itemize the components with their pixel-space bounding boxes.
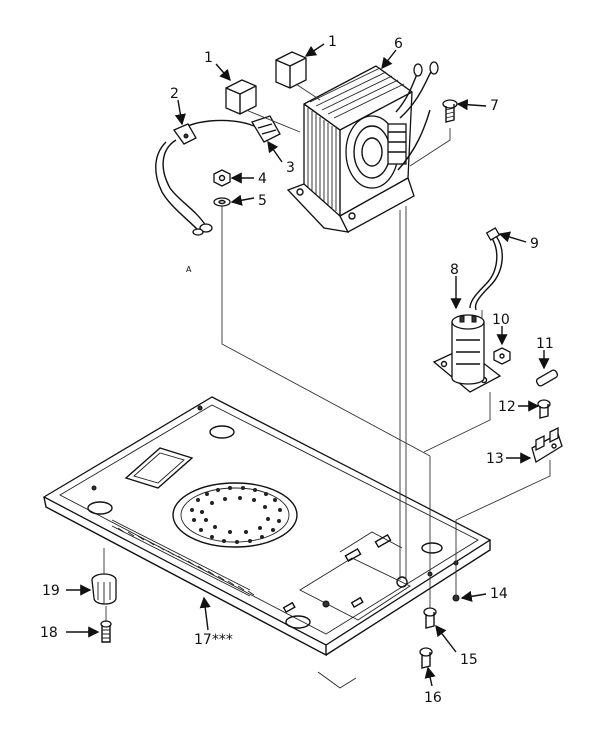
screw-18 bbox=[100, 620, 112, 643]
hex-nut bbox=[213, 169, 231, 187]
callout-14: 14 bbox=[490, 586, 508, 602]
callout-1-rear: 1 bbox=[328, 34, 337, 50]
callout-16: 16 bbox=[424, 690, 442, 706]
screw-15 bbox=[423, 607, 437, 629]
callout-19: 19 bbox=[42, 583, 60, 599]
screw-10 bbox=[493, 347, 511, 365]
fuse-holder bbox=[531, 426, 563, 464]
callout-7: 7 bbox=[490, 98, 499, 114]
transformer bbox=[286, 61, 439, 233]
rubber-foot bbox=[91, 573, 117, 605]
callout-11: 11 bbox=[536, 336, 554, 352]
wire-harness bbox=[155, 115, 281, 236]
callout-10: 10 bbox=[492, 312, 510, 328]
callout-6: 6 bbox=[394, 36, 403, 52]
screw-12 bbox=[537, 399, 551, 419]
callout-17: 17*** bbox=[194, 632, 233, 648]
insulation-block-rear bbox=[275, 51, 307, 89]
fuse bbox=[535, 369, 559, 387]
callout-1-front: 1 bbox=[204, 50, 213, 66]
callout-arrows bbox=[66, 43, 550, 687]
callout-3: 3 bbox=[286, 160, 295, 176]
screw-7 bbox=[442, 99, 458, 123]
callout-13: 13 bbox=[486, 451, 504, 467]
insulation-block-front bbox=[225, 79, 257, 115]
callout-labels: 1 1 2 3 4 5 6 7 8 9 10 11 12 13 14 15 16… bbox=[40, 34, 554, 706]
callout-5: 5 bbox=[258, 193, 267, 209]
base-plate bbox=[42, 396, 492, 689]
callout-12: 12 bbox=[498, 399, 516, 415]
louver-slots bbox=[111, 519, 255, 597]
callout-18: 18 bbox=[40, 625, 58, 641]
callout-2: 2 bbox=[170, 86, 179, 102]
capacitor-lead bbox=[469, 227, 503, 311]
capacitor bbox=[432, 314, 502, 393]
callout-8: 8 bbox=[450, 262, 459, 278]
callout-15: 15 bbox=[460, 652, 478, 668]
stray-mark: A bbox=[186, 265, 192, 274]
washer bbox=[213, 197, 231, 207]
screw-16 bbox=[419, 647, 433, 669]
vent-perforations bbox=[190, 486, 282, 544]
callout-9: 9 bbox=[530, 236, 539, 252]
assembly-guide-lines bbox=[103, 83, 551, 622]
callout-4: 4 bbox=[258, 171, 267, 187]
